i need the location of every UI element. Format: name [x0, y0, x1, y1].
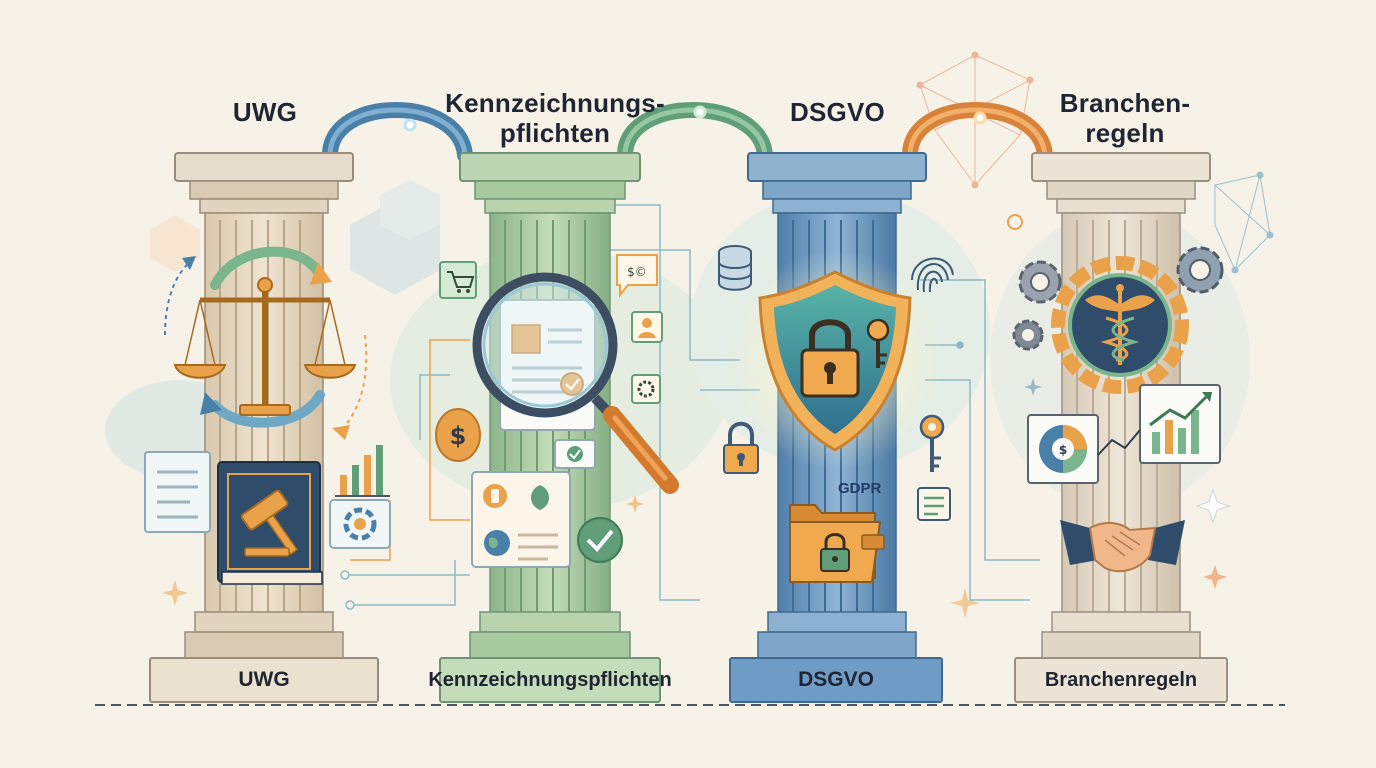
balance-scale-icon — [173, 246, 357, 428]
caduceus-icon — [1051, 256, 1189, 394]
base-label-uwg: UWG — [238, 668, 290, 691]
sparkle-icon-5 — [1203, 565, 1227, 589]
base-label-branchen: Branchenregeln — [1044, 669, 1198, 691]
gdpr-badge: GDPR — [838, 480, 882, 497]
key-icon — [866, 318, 890, 368]
sparkle-icon-4 — [1195, 488, 1231, 524]
folder-lock-icon — [789, 504, 885, 583]
dollar-coin-icon: $ — [435, 408, 481, 462]
title-line-1: Branchen- — [1059, 88, 1191, 118]
sparkle-icon-6 — [1024, 378, 1042, 396]
magnifier-document-icon — [472, 272, 679, 494]
network-graph-right — [1214, 171, 1274, 274]
svg-text:$©: $© — [627, 265, 647, 279]
growth-chart-icon — [1097, 384, 1221, 464]
shield-lock-icon — [758, 270, 912, 452]
svg-text:$: $ — [1059, 443, 1067, 457]
gear-icon — [1012, 246, 1224, 351]
database-icon — [718, 245, 752, 291]
key-icon-2 — [919, 414, 945, 472]
svg-text:$: $ — [450, 422, 467, 450]
document-icon — [144, 451, 211, 533]
user-card-icon — [631, 311, 663, 343]
chat-bubble-icon: $© — [616, 254, 658, 298]
orb-icon — [1007, 214, 1023, 230]
connector-arches — [322, 102, 1053, 163]
sparkle-icon-3 — [950, 588, 980, 618]
pillar-title-dsgvo: DSGVO — [790, 97, 885, 127]
base-label-kennzeichnung: Kennzeichnungspflichten — [428, 669, 672, 691]
pillar-title-kennzeichnung: Kennzeichnungs- pflichten — [420, 88, 690, 148]
base-label-dsgvo: DSGVO — [798, 668, 874, 691]
bar-chart-icon — [335, 445, 390, 497]
network-graph — [916, 51, 1034, 189]
sparkle-icon-2 — [626, 495, 644, 513]
title-line-2: regeln — [1085, 118, 1165, 148]
sparkle-icon — [162, 580, 188, 606]
pillar-title-uwg: UWG — [232, 97, 298, 127]
settings-card-icon — [631, 374, 661, 404]
handshake-icon — [1060, 520, 1185, 573]
pie-chart-icon: $ — [1027, 414, 1099, 484]
eco-label-card-icon — [471, 471, 571, 568]
law-book-gavel-icon — [217, 461, 323, 585]
cycle-arrows-icon — [164, 256, 368, 440]
file-card-icon — [917, 487, 951, 521]
checkmark-icon — [577, 517, 623, 563]
pillar-title-branchen: Branchen- regeln — [1015, 88, 1235, 148]
title-line-1: Kennzeichnungs- — [445, 88, 665, 118]
title-line-2: pflichten — [499, 118, 611, 148]
shopping-cart-icon — [439, 261, 477, 299]
gear-check-icon — [329, 499, 391, 549]
padlock-icon — [723, 421, 759, 474]
fingerprint-icon — [911, 257, 954, 293]
